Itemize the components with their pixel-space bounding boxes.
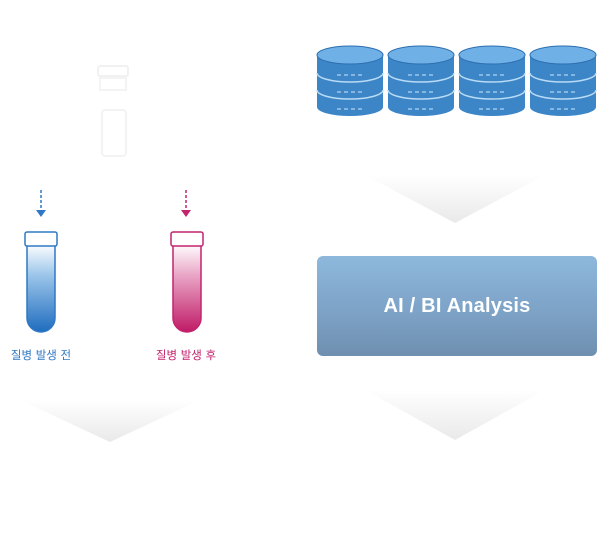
analysis-box: AI / BI Analysis	[317, 256, 597, 356]
test-tube-after-icon	[170, 231, 204, 333]
database-icon	[458, 45, 526, 116]
database-icon	[316, 45, 384, 116]
chevron-down-left-icon	[20, 400, 200, 442]
database-icon	[387, 45, 455, 116]
analysis-title: AI / BI Analysis	[383, 294, 531, 317]
chevron-down-right-bottom-icon	[365, 390, 545, 440]
dashed-arrow-pink-icon	[181, 190, 191, 217]
label-before-disease: 질병 발생 전	[10, 348, 72, 362]
dashed-arrow-blue-icon	[36, 190, 46, 217]
database-icon	[529, 45, 597, 116]
database-group	[315, 45, 600, 120]
test-tube-before-icon	[24, 231, 58, 333]
chevron-down-right-top-icon	[365, 175, 545, 223]
label-after-disease: 질병 발생 후	[155, 348, 217, 362]
sample-bottle-icon	[97, 65, 129, 157]
